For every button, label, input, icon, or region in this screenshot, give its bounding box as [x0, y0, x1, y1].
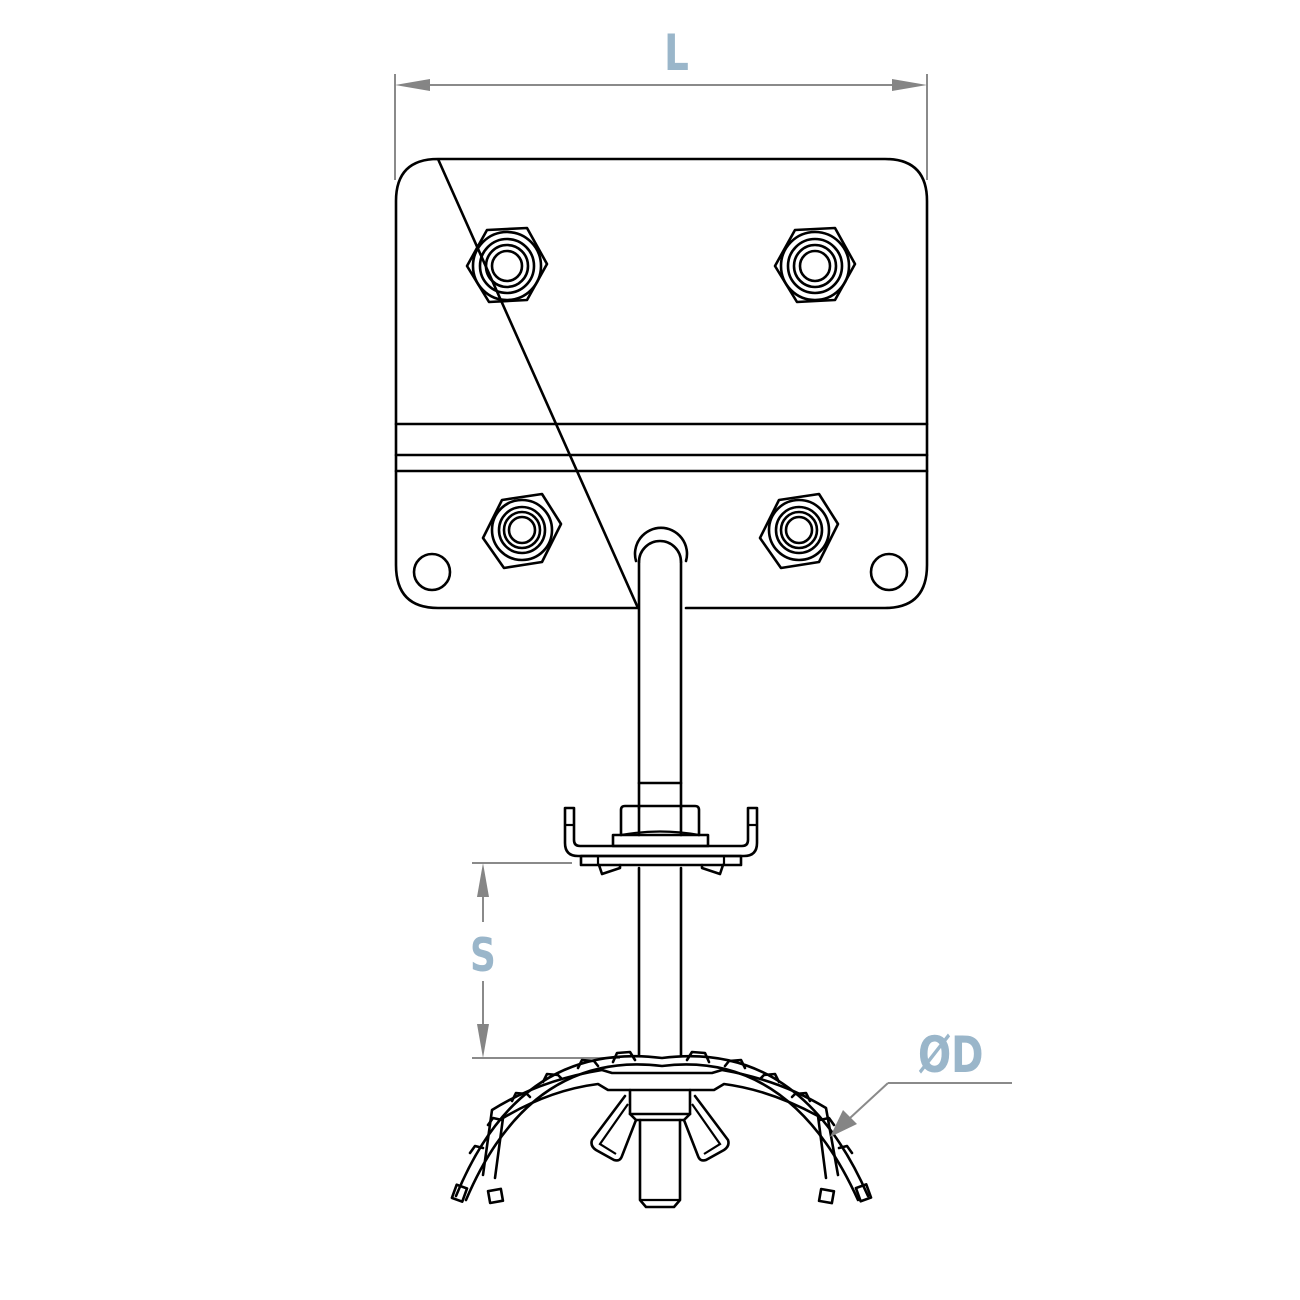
wing-tab-right: [682, 1094, 730, 1162]
dimension-label-s: S: [470, 928, 496, 982]
hex-nut-bottom-right: [758, 492, 840, 570]
dimension-s: [472, 862, 620, 1059]
mounting-hole: [412, 552, 452, 592]
pipe-clamp: [450, 1050, 873, 1209]
arrow-up-icon: [477, 863, 489, 897]
wing-tab-left: [590, 1094, 638, 1162]
dimension-d: [830, 1082, 1012, 1137]
dimension-l: [394, 74, 928, 180]
arrow-left-icon: [395, 79, 430, 91]
dimension-label-diameter: ØD: [918, 1026, 984, 1084]
threaded-rod: [633, 526, 689, 1058]
arrow-right-icon: [892, 79, 927, 91]
dimension-label-l: L: [664, 24, 689, 82]
hex-nut-bottom-left: [481, 492, 563, 570]
hex-nut-top-right: [773, 226, 857, 304]
arrow-down-icon: [477, 1024, 489, 1058]
clamp-plate-assembly: [563, 804, 759, 876]
mounting-hole: [869, 552, 909, 592]
clamp-teeth: [468, 1050, 854, 1155]
hex-nut-top-left: [465, 226, 549, 304]
arrow-leader-icon: [830, 1110, 857, 1137]
mounting-plate: [394, 157, 929, 610]
